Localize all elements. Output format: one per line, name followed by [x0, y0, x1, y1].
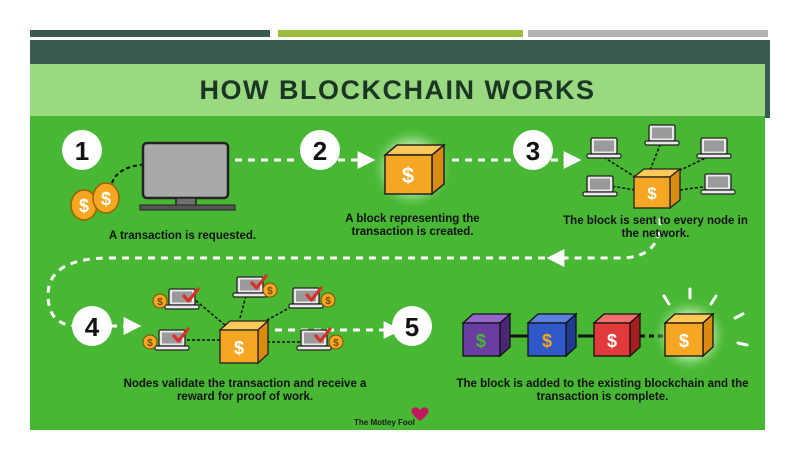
svg-text:2: 2 — [313, 136, 327, 166]
step-2-number: 2 — [300, 130, 340, 170]
svg-text:1: 1 — [75, 136, 89, 166]
svg-text:$: $ — [679, 331, 689, 351]
step-5-number: 5 — [392, 306, 432, 346]
page-title: HOW BLOCKCHAIN WORKS — [199, 75, 596, 105]
coin-icon — [142, 334, 158, 350]
svg-text:$: $ — [79, 196, 89, 216]
coin-icon — [320, 292, 336, 308]
coins-icon: $ $ — [70, 182, 120, 221]
laptop-icon — [586, 137, 622, 159]
step-2-block: $ — [370, 126, 454, 210]
svg-text:$: $ — [542, 331, 552, 351]
step-4-validation: $ — [142, 274, 344, 365]
step-5-caption: The block is added to the existing block… — [456, 378, 749, 403]
chain-block-blue: $ — [526, 312, 578, 358]
monitor-icon — [139, 141, 236, 211]
svg-text:$: $ — [234, 338, 244, 358]
svg-text:$: $ — [402, 163, 414, 188]
step-1-caption: A transaction is requested. — [108, 230, 257, 242]
top-accent-bar-gray — [528, 30, 768, 37]
svg-text:5: 5 — [405, 312, 419, 342]
step-2-caption: A block representing the transaction is … — [345, 213, 480, 238]
step-3-caption: The block is sent to every node in the n… — [563, 215, 748, 240]
step-3-number: 3 — [513, 130, 553, 170]
step-5-blockchain: $ $ $ $ — [461, 287, 749, 373]
chain-block-red: $ — [592, 312, 642, 358]
coin-icon — [152, 293, 168, 309]
logo-mark-icon — [411, 407, 429, 421]
top-accent-bar-dark — [30, 30, 270, 37]
coin-icon — [328, 334, 344, 350]
flow-arrows — [46, 151, 662, 339]
logo-text: The Motley Fool — [354, 418, 415, 427]
chain-block-new: $ — [663, 312, 715, 358]
step-1-number: 1 — [62, 130, 102, 170]
step-4-number: 4 — [72, 306, 112, 346]
svg-text:$: $ — [476, 331, 486, 351]
chain-block-purple: $ — [461, 312, 512, 358]
svg-text:$: $ — [101, 189, 111, 209]
laptop-icon — [696, 137, 732, 159]
svg-text:4: 4 — [85, 312, 100, 342]
svg-text:$: $ — [647, 184, 657, 203]
laptop-icon — [582, 175, 618, 197]
svg-text:$: $ — [607, 331, 617, 351]
coin-icon — [262, 282, 278, 298]
laptop-icon — [644, 124, 680, 146]
laptop-icon — [700, 173, 736, 195]
step-4-caption: Nodes validate the transaction and recei… — [123, 378, 367, 403]
step-3-network: $ — [582, 124, 736, 210]
top-accent-bar-olive — [278, 30, 523, 37]
svg-text:3: 3 — [526, 136, 540, 166]
title-bar — [30, 64, 765, 116]
burst-icon — [662, 287, 749, 347]
